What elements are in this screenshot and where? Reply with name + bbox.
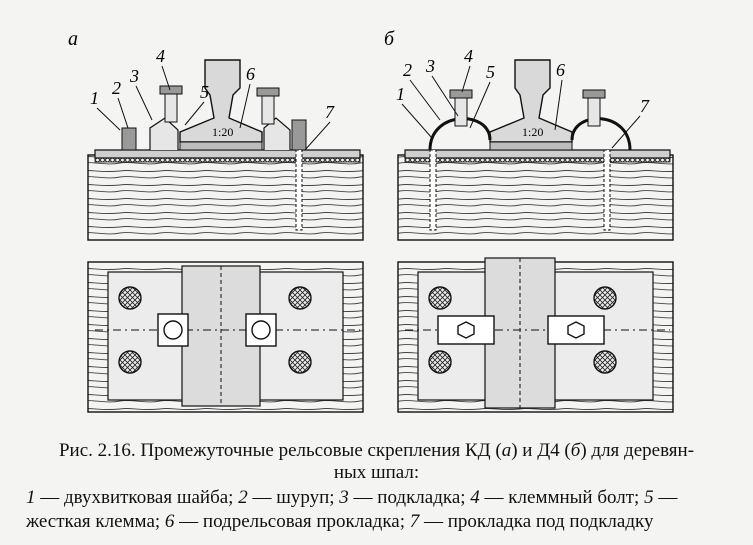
figure-legend-line1: 1 — двухвитковая шайба; 2 — шуруп; 3 — п…: [26, 487, 746, 509]
figure-caption-title: Рис. 2.16. Промежуточные рельсовые скреп…: [0, 440, 753, 484]
pad-under-plate-a: [94, 157, 361, 163]
callout-a-2: 2: [112, 78, 121, 98]
figure-legend-line2: жесткая клемма; 6 — подрельсовая проклад…: [26, 511, 746, 533]
callout-b-7: 7: [640, 96, 650, 116]
callout-a-3: 3: [129, 66, 139, 86]
panel-a-elevation: а 1:20 1 2 3 4 5 6 7: [68, 28, 364, 241]
rail-fastening-figure: а 1:20 1 2 3 4 5 6 7 б: [68, 28, 674, 413]
legend-num: 4: [470, 487, 480, 508]
legend-num: 3: [339, 487, 349, 508]
callout-a-6: 6: [246, 64, 255, 84]
legend-num: 2: [238, 487, 248, 508]
caption-title-part: Рис. 2.16. Промежуточные рельсовые скреп…: [58, 440, 502, 461]
legend-num: 1: [26, 487, 36, 508]
caption-title-line2: ных шпал:: [333, 462, 420, 483]
callout-b-5: 5: [486, 62, 495, 82]
panel-b-plan: [397, 257, 674, 413]
panel-b-label: б: [384, 28, 395, 50]
legend-text: — шуруп;: [247, 487, 340, 508]
panel-b-elevation: б 1:20 1 2 3 4 5 6 7: [384, 28, 674, 241]
legend-text: — подрельсовая прокладка;: [174, 511, 410, 532]
caption-title-part: ) для деревян-: [580, 440, 695, 461]
caption-title-a: а: [501, 440, 512, 461]
callout-a-7: 7: [325, 102, 335, 122]
legend-text: жесткая клемма;: [26, 511, 165, 532]
callout-b-1: 1: [396, 84, 405, 104]
legend-num: 5: [644, 487, 654, 508]
legend-text: —: [653, 487, 678, 508]
legend-text: — прокладка под подкладку: [419, 511, 654, 532]
panel-a-plan: [87, 261, 364, 413]
tie-plate-a: [94, 149, 361, 159]
callout-a-5: 5: [200, 82, 209, 102]
callout-a-4: 4: [156, 46, 165, 66]
caption-title-b: б: [570, 440, 581, 461]
legend-text: — двухвитковая шайба;: [35, 487, 239, 508]
legend-text: — клеммный болт;: [479, 487, 645, 508]
tie-plate-b: [404, 149, 671, 159]
callout-b-4: 4: [464, 46, 473, 66]
panel-a-label: а: [68, 28, 78, 50]
legend-text: — подкладка;: [348, 487, 471, 508]
legend-num: 6: [164, 511, 175, 532]
callout-b-2: 2: [403, 60, 412, 80]
callout-b-3: 3: [425, 56, 435, 76]
sleeper-b: [397, 154, 674, 241]
slope-label-a: 1:20: [212, 125, 233, 139]
sleeper-a: [87, 154, 364, 241]
legend-num: 7: [409, 511, 420, 532]
slope-label-b: 1:20: [522, 125, 543, 139]
callout-a-1: 1: [90, 88, 99, 108]
caption-title-part: ) и Д4 (: [511, 440, 571, 461]
callout-b-6: 6: [556, 60, 565, 80]
rail-pad-a: [179, 141, 263, 151]
